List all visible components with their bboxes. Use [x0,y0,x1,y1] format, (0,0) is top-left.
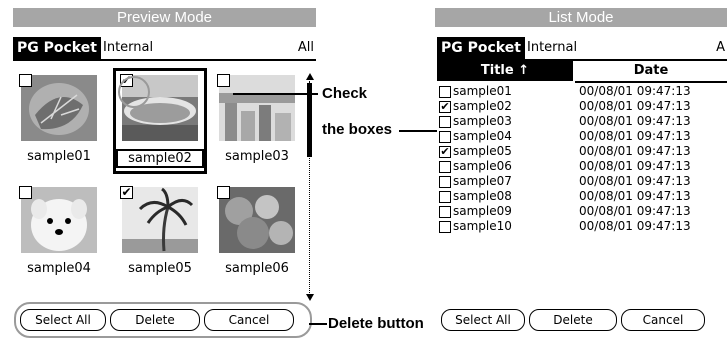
thumbnail-checkbox[interactable] [19,186,32,199]
row-date: 00/08/01 09:47:13 [579,204,691,218]
thumbnail-label: sample02 [116,149,204,168]
row-date: 00/08/01 09:47:13 [579,174,691,188]
list-row[interactable]: sample03 00/08/01 09:47:13 [437,114,727,129]
scroll-down-arrow-icon[interactable] [306,294,314,301]
preview-screen: PG Pocket Internal All sample01 ✔ sample… [13,37,316,337]
list-cancel-button[interactable]: Cancel [621,309,705,331]
checkbox-highlight-circle [118,76,150,108]
check-annotation-line2: the boxes [322,121,393,138]
row-checkbox[interactable] [439,176,451,188]
thumbnail-checkbox[interactable] [217,74,230,87]
row-date: 00/08/01 09:47:13 [579,99,691,113]
thumbnail-label: sample03 [225,149,289,164]
thumbnail-sample03[interactable]: sample03 [213,71,301,171]
row-name: sample05 [453,144,512,158]
list-row[interactable]: ✔sample02 00/08/01 09:47:13 [437,99,727,114]
thumbnail-checkbox[interactable] [19,74,32,87]
list-select-all-button[interactable]: Select All [441,309,525,331]
thumbnail-label: sample04 [27,261,91,276]
list-filter-label[interactable]: A [716,40,725,55]
list-row[interactable]: sample07 00/08/01 09:47:13 [437,174,727,189]
list-app-title[interactable]: PG Pocket [437,37,525,59]
list-app-header: PG Pocket Internal A [437,37,727,61]
preview-app-header: PG Pocket Internal All [13,37,316,61]
thumbnail-label: sample05 [128,261,192,276]
row-checkbox[interactable] [439,86,451,98]
thumbnail-image-cityscape [219,75,295,141]
thumbnail-checkbox[interactable] [217,186,230,199]
scrollbar-thumb[interactable] [307,83,312,157]
row-date: 00/08/01 09:47:13 [579,84,691,98]
delete-button-annotation: Delete button [328,315,424,332]
thumbnail-image-palm-tree [122,187,198,253]
scroll-up-arrow-icon[interactable] [306,73,314,80]
row-date: 00/08/01 09:47:13 [579,219,691,233]
row-name: sample04 [453,129,512,143]
thumbnail-checkbox[interactable]: ✔ [120,185,133,199]
thumbnail-sample01[interactable]: sample01 [15,71,103,171]
list-row[interactable]: sample01 00/08/01 09:47:13 [437,84,727,99]
row-checkbox[interactable] [439,131,451,143]
check-callout-line [233,93,318,95]
list-screen: PG Pocket Internal A Title ↑ Date sample… [437,37,727,337]
row-name: sample10 [453,219,512,233]
preview-select-all-button[interactable]: Select All [20,309,106,331]
column-header-title[interactable]: Title ↑ [437,61,573,81]
row-checkbox[interactable]: ✔ [439,100,451,113]
thumbnail-sample04[interactable]: sample04 [15,183,103,283]
preview-category-picker[interactable]: Internal [103,40,154,55]
list-row[interactable]: sample06 00/08/01 09:47:13 [437,159,727,174]
row-date: 00/08/01 09:47:13 [579,189,691,203]
row-date: 00/08/01 09:47:13 [579,144,691,158]
column-header-date[interactable]: Date [575,61,727,83]
delete-callout-line [309,323,327,325]
thumbnail-image-leaf [21,75,97,141]
row-checkbox[interactable] [439,221,451,233]
preview-filter-all[interactable]: All [297,40,314,55]
button-highlight-ellipse [14,302,312,338]
row-name: sample03 [453,114,512,128]
row-name: sample06 [453,159,512,173]
row-name: sample08 [453,189,512,203]
thumbnail-image-food [122,75,198,141]
row-date: 00/08/01 09:47:13 [579,159,691,173]
row-date: 00/08/01 09:47:13 [579,114,691,128]
list-category-picker[interactable]: Internal [527,40,578,55]
row-name: sample02 [453,99,512,113]
preview-app-title[interactable]: PG Pocket [13,37,101,59]
thumbnail-image-vegetables [219,187,295,253]
preview-mode-label: Preview Mode [13,8,316,27]
boxes-callout-line [399,130,437,132]
row-name: sample07 [453,174,512,188]
list-row[interactable]: sample10 00/08/01 09:47:13 [437,219,727,234]
row-name: sample01 [453,84,512,98]
row-checkbox[interactable] [439,116,451,128]
row-checkbox[interactable]: ✔ [439,145,451,158]
scrollbar-track[interactable] [309,81,310,293]
list-row[interactable]: sample09 00/08/01 09:47:13 [437,204,727,219]
list-row[interactable]: sample04 00/08/01 09:47:13 [437,129,727,144]
row-checkbox[interactable] [439,191,451,203]
check-annotation-line1: Check [322,85,368,102]
thumbnail-sample05[interactable]: ✔ sample05 [116,183,204,283]
preview-delete-button[interactable]: Delete [110,309,200,331]
list-delete-button[interactable]: Delete [529,309,617,331]
preview-cancel-button[interactable]: Cancel [204,309,294,331]
row-checkbox[interactable] [439,206,451,218]
preview-scrollbar[interactable] [306,73,314,301]
row-date: 00/08/01 09:47:13 [579,129,691,143]
thumbnail-label: sample06 [225,261,289,276]
list-mode-label: List Mode [435,8,727,27]
list-row[interactable]: sample08 00/08/01 09:47:13 [437,189,727,204]
row-checkbox[interactable] [439,161,451,173]
thumbnail-sample06[interactable]: sample06 [213,183,301,283]
thumbnail-image-dog [21,187,97,253]
list-row[interactable]: ✔sample05 00/08/01 09:47:13 [437,144,727,159]
row-name: sample09 [453,204,512,218]
thumbnail-label: sample01 [27,149,91,164]
